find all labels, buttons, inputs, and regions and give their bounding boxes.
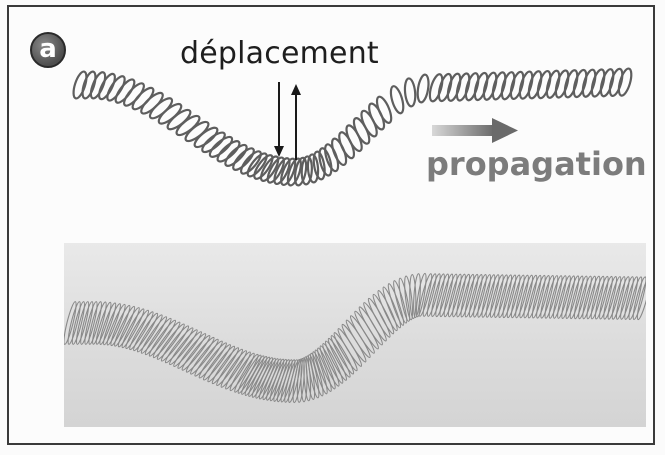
spring-coil-loop xyxy=(535,70,552,100)
spring-coil-loop xyxy=(481,71,498,101)
spring-coil-loop xyxy=(499,71,516,101)
spring-coil-loop xyxy=(388,85,405,115)
spring-coil-loop xyxy=(562,69,579,99)
displacement-label: déplacement xyxy=(180,36,379,71)
spring-coil-loop xyxy=(517,70,534,100)
spring-coil-loop xyxy=(404,78,417,107)
right-arrow-icon xyxy=(432,118,518,143)
spring-coil-loop xyxy=(571,69,588,99)
spring-coil-loop xyxy=(463,72,480,102)
spring-coil-loop xyxy=(80,70,98,100)
spring-coil-loop xyxy=(553,69,570,99)
spring-coil-loop xyxy=(436,73,453,103)
spring-coil-loop xyxy=(508,71,525,101)
double-vertical-arrows-icon xyxy=(274,82,301,160)
spring-coil-loop xyxy=(416,74,430,103)
spring-coil-loop xyxy=(598,68,615,98)
spring-coil-loop xyxy=(71,70,89,100)
spring-coil-loop xyxy=(88,70,108,100)
spring-coil-loop xyxy=(607,68,624,98)
spring-coil-loop xyxy=(589,68,606,98)
spring-coil-loop xyxy=(616,67,633,97)
propagation-label: propagation xyxy=(426,145,647,183)
spring-coil-loop xyxy=(454,72,471,102)
spring-coil-loop xyxy=(490,71,507,101)
spring-coil-loop xyxy=(427,73,444,103)
spring-coil-loop xyxy=(580,68,597,98)
panel-label-badge: a xyxy=(30,32,66,68)
spring-coil-loop xyxy=(445,72,462,102)
spring-coil-loop xyxy=(472,72,489,102)
spring-coil-loop xyxy=(526,70,543,100)
spring-coil-loop xyxy=(544,69,561,99)
